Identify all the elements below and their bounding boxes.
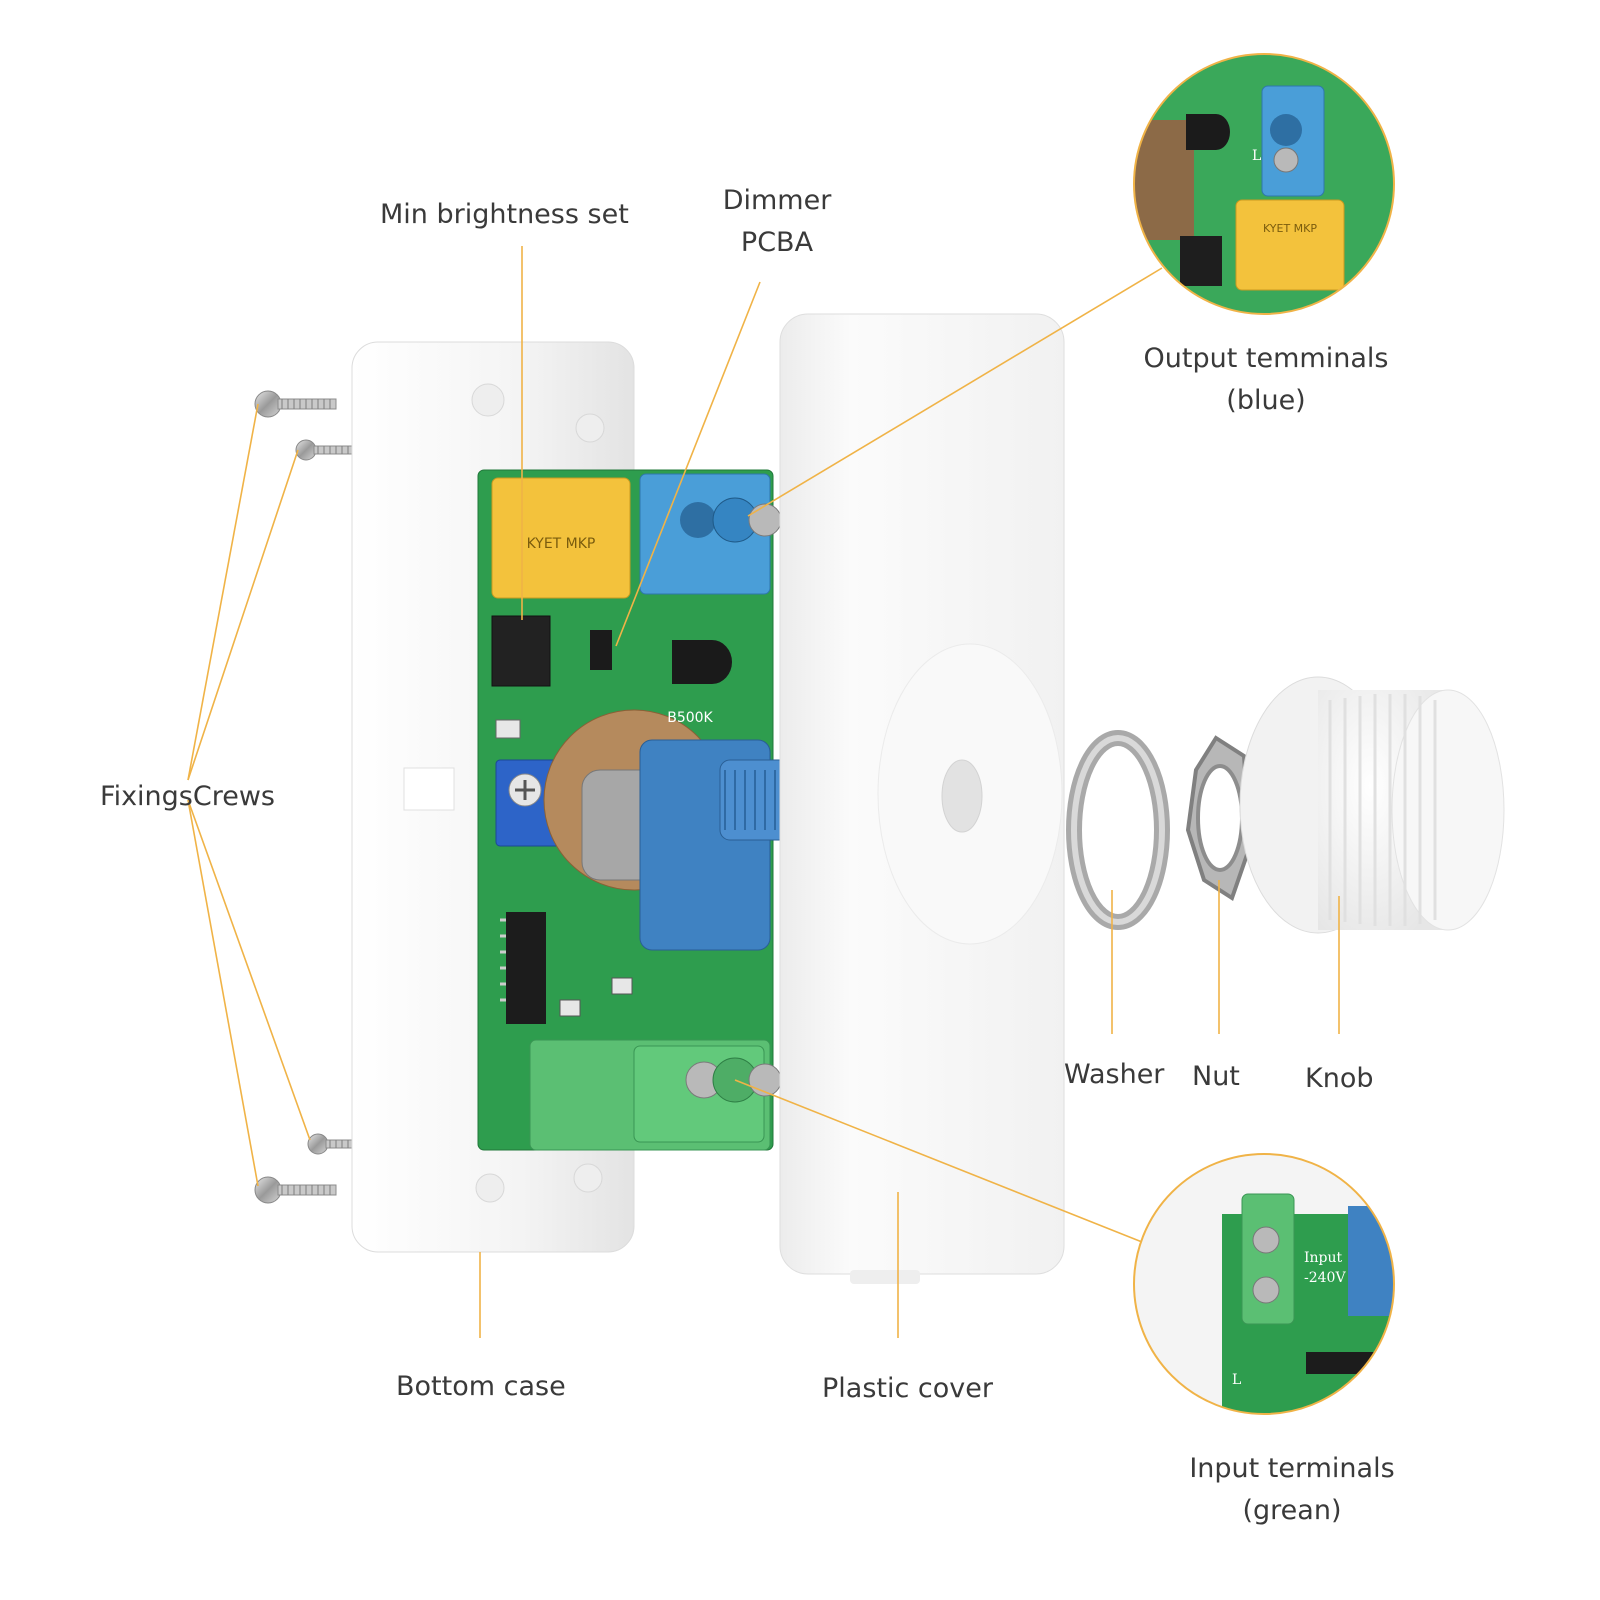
- label-input-line2: (grean): [1242, 1495, 1342, 1526]
- potentiometer-marking: B500K: [667, 710, 713, 726]
- capacitor-marking: KYET MKP: [527, 536, 596, 552]
- inset-input-voltage: -240V: [1304, 1270, 1346, 1286]
- label-nut: Nut: [1192, 1056, 1240, 1098]
- screw: [295, 439, 355, 461]
- label-fixing-screws: FixingsCrews: [100, 776, 275, 818]
- label-plastic-cover-text: Plastic cover: [822, 1373, 993, 1404]
- label-min-brightness-text: Min brightness set: [380, 199, 629, 230]
- label-bottom-case-text: Bottom case: [396, 1371, 566, 1402]
- label-bottom-case: Bottom case: [396, 1366, 566, 1408]
- inset-input-terminal-letter: L: [1232, 1372, 1241, 1388]
- label-input-terminals: Input terminals (grean): [1162, 1448, 1422, 1532]
- label-knob-text: Knob: [1305, 1063, 1374, 1094]
- label-washer-text: Washer: [1064, 1059, 1165, 1090]
- label-plastic-cover: Plastic cover: [822, 1368, 993, 1410]
- fixing-screws: [254, 390, 367, 1204]
- input-terminal-block: [529, 1039, 782, 1151]
- label-fixing-screws-text: FixingsCrews: [100, 781, 275, 812]
- label-dimmer-line1: Dimmer: [722, 185, 832, 216]
- label-dimmer-pcba: Dimmer PCBA: [712, 180, 842, 264]
- screw: [254, 390, 337, 418]
- screw: [254, 1176, 337, 1204]
- label-knob: Knob: [1305, 1058, 1373, 1100]
- ic-chip: [506, 912, 546, 1024]
- transistor: [672, 640, 732, 684]
- washer: [1066, 730, 1170, 930]
- input-terminals-inset: Input -240V L: [1133, 1153, 1395, 1415]
- capacitor: KYET MKP: [491, 477, 631, 599]
- label-washer: Washer: [1064, 1054, 1164, 1096]
- inset-capacitor-marking: KYET MKP: [1263, 222, 1317, 235]
- inset-terminal-letter: L: [1252, 148, 1261, 164]
- label-min-brightness-set: Min brightness set: [380, 194, 629, 236]
- label-input-line1: Input terminals: [1189, 1453, 1395, 1484]
- knob: [1239, 676, 1505, 934]
- label-output-terminals: Output temminals (blue): [1126, 338, 1406, 422]
- leader-lines: [187, 246, 1340, 1338]
- label-dimmer-line2: PCBA: [740, 227, 814, 258]
- output-terminals-inset: KYET MKP L: [1133, 53, 1395, 315]
- bridge-rectifier: [491, 615, 551, 687]
- label-nut-text: Nut: [1192, 1061, 1240, 1092]
- inset-input-marking: Input: [1304, 1250, 1343, 1266]
- smd-chip: [590, 630, 612, 670]
- plastic-cover: [779, 313, 1065, 1284]
- dimmer-pcb: KYET MKP B500K: [477, 469, 791, 1151]
- potentiometer: B500K: [543, 709, 791, 951]
- smd-part: [495, 719, 521, 739]
- label-output-line2: (blue): [1226, 385, 1306, 416]
- label-output-line1: Output temminals: [1143, 343, 1389, 374]
